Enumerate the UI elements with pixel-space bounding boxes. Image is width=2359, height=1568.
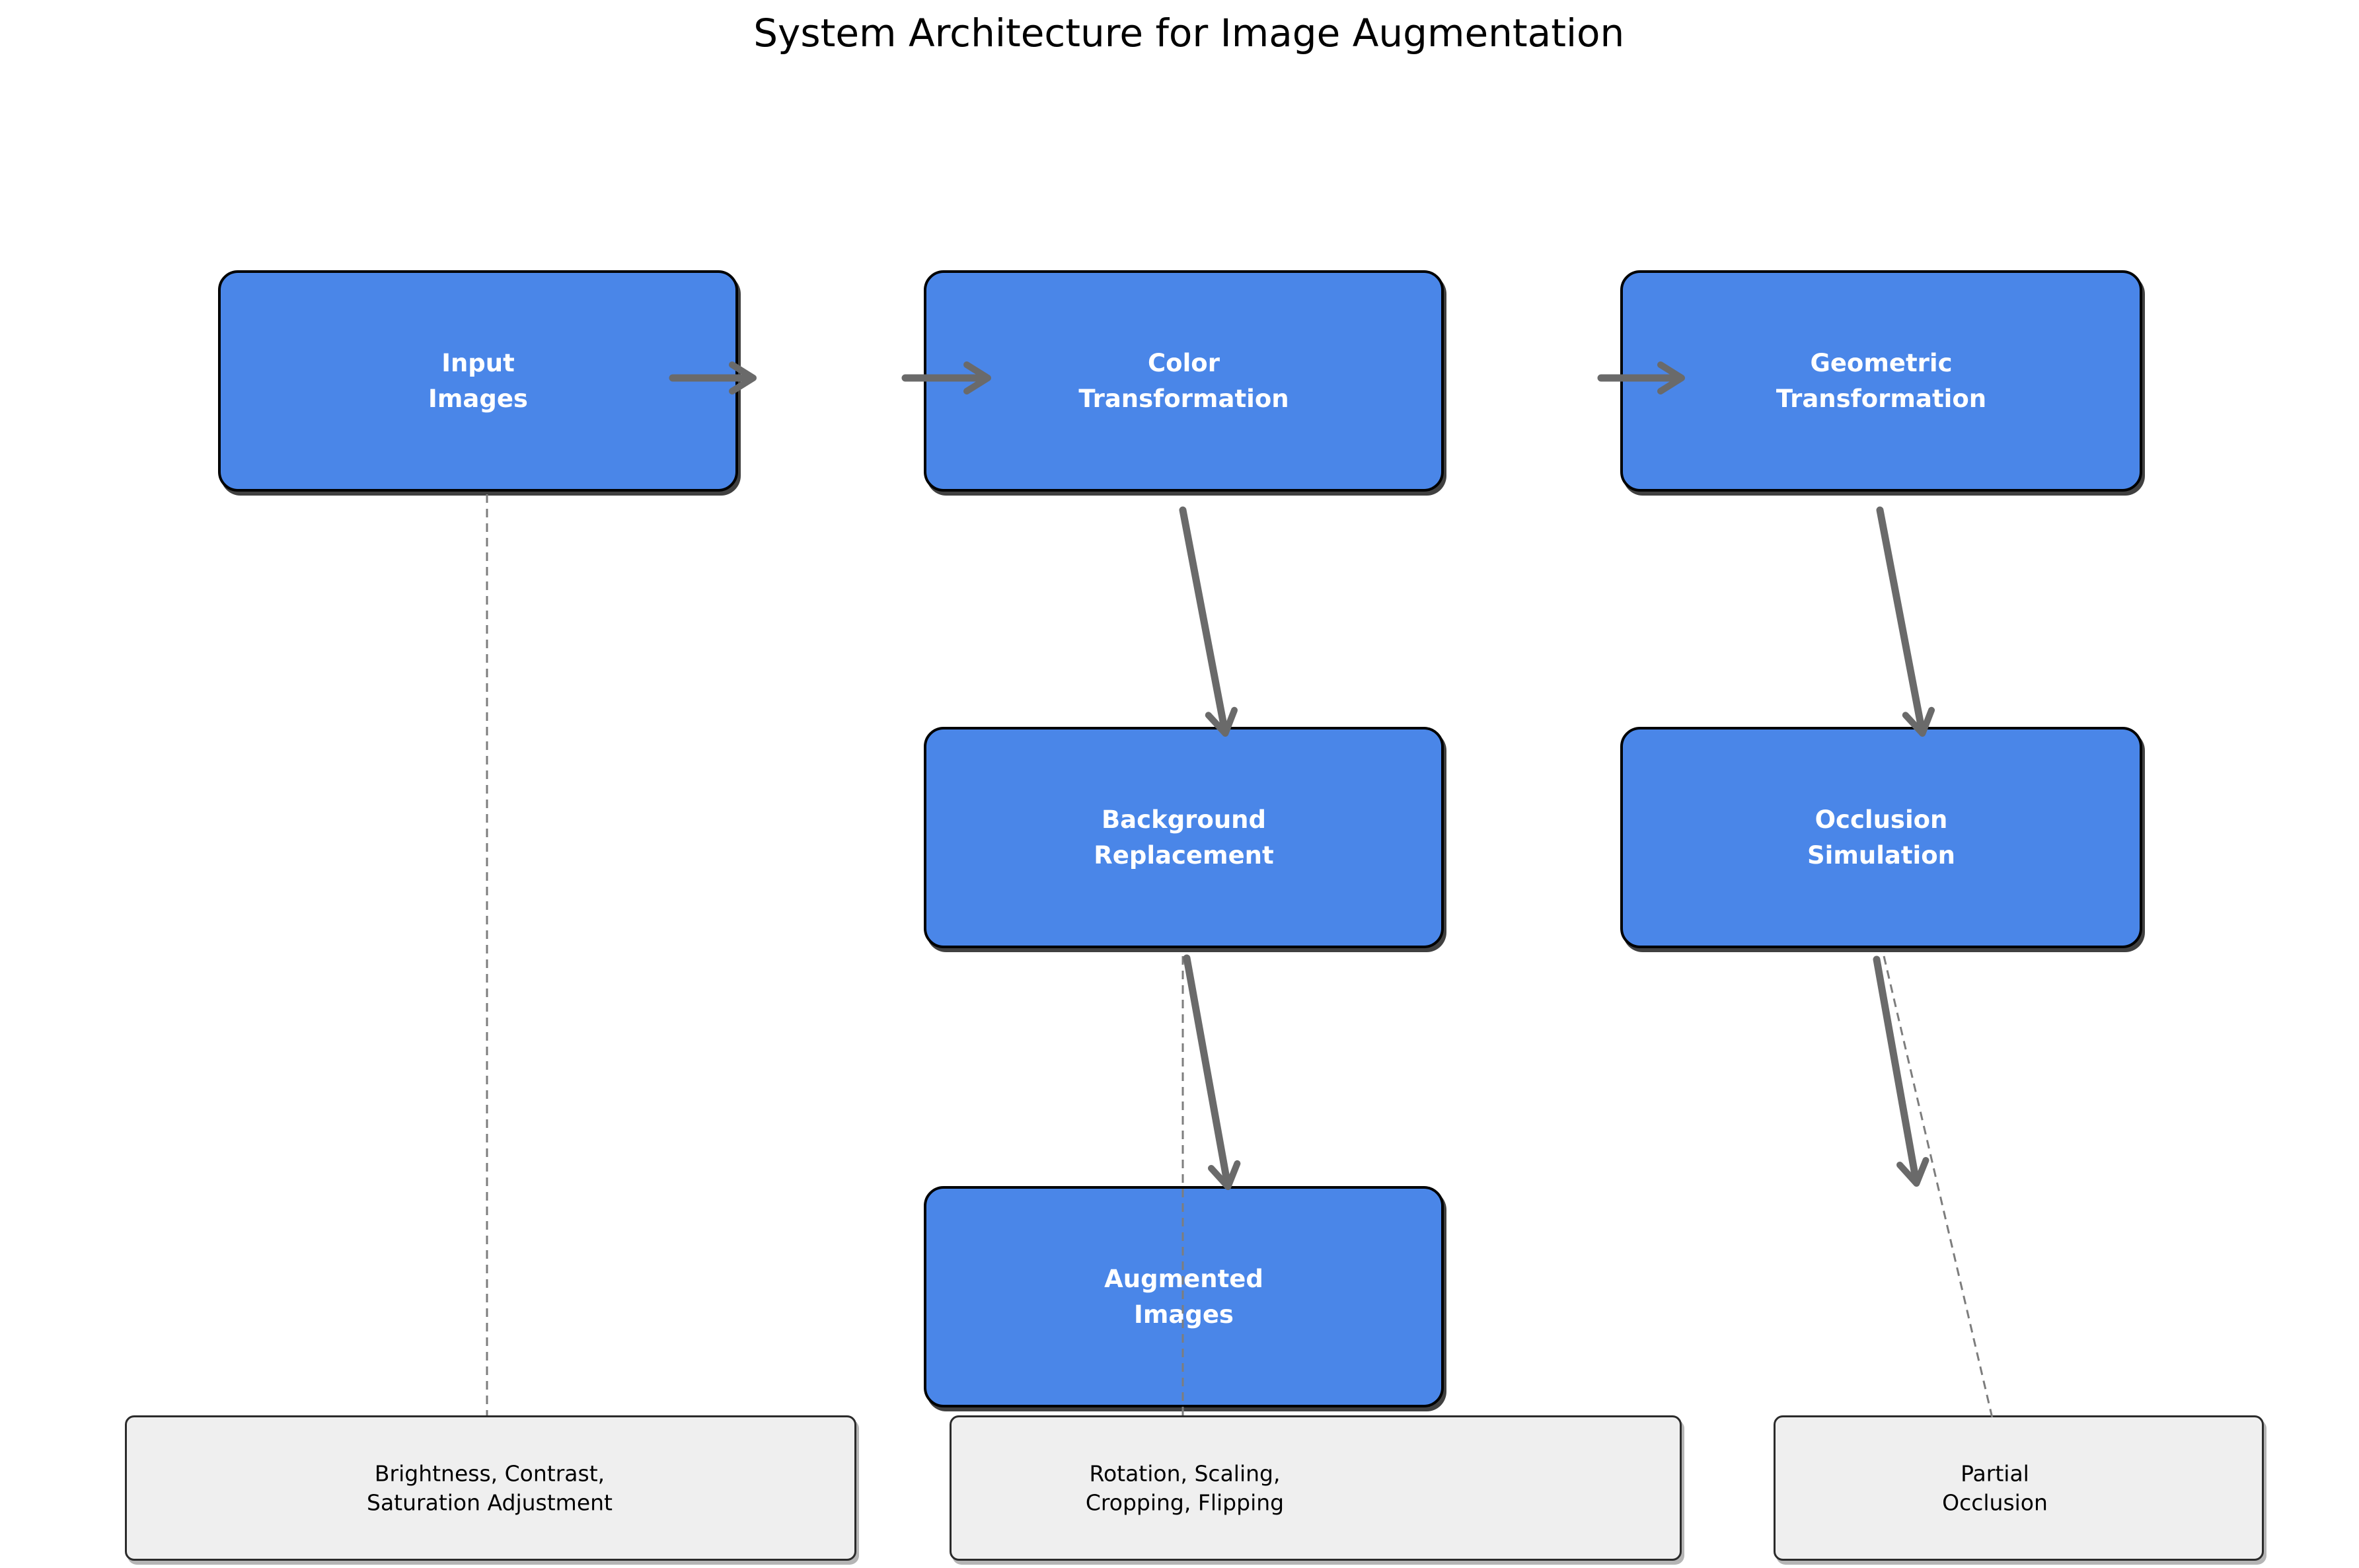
note-occlusion-detail: Partial Occlusion <box>1774 1415 2264 1561</box>
note-geometric-operations: Rotation, Scaling, Cropping, Flipping <box>950 1415 1682 1561</box>
node-label-line: Images <box>1134 1300 1234 1329</box>
arrow-occlusion-toward-partial-occlusion <box>1873 955 1929 1187</box>
dashed-line-occlusion-to-occlusion-note <box>1883 955 1994 1421</box>
node-background-replacement: Background Replacement <box>924 727 1444 948</box>
note-text: Partial Occlusion <box>1942 1459 2048 1516</box>
diagram-title: System Architecture for Image Augmentati… <box>753 11 1625 56</box>
arrow-background-to-augmented-images <box>1183 954 1241 1190</box>
note-text: Brightness, Contrast, Saturation Adjustm… <box>367 1459 613 1516</box>
note-line: Partial <box>1961 1460 2029 1487</box>
node-label-line: Transformation <box>1078 384 1289 413</box>
note-line: Brightness, Contrast, <box>374 1460 605 1487</box>
node-label-line: Geometric <box>1810 348 1953 377</box>
node-label-line: Replacement <box>1094 840 1274 870</box>
node-occlusion-simulation: Occlusion Simulation <box>1620 727 2142 948</box>
node-color-transformation: Color Transformation <box>924 270 1444 492</box>
node-label-line: Transformation <box>1776 384 1987 413</box>
node-label-line: Color <box>1148 348 1220 377</box>
arrow-color-to-background-replacement <box>1179 506 1238 737</box>
node-augmented-images: Augmented Images <box>924 1186 1444 1407</box>
node-label-line: Augmented <box>1104 1264 1263 1293</box>
node-geometric-transformation: Geometric Transformation <box>1620 270 2142 492</box>
note-line: Cropping, Flipping <box>1085 1489 1285 1515</box>
node-label-line: Occlusion <box>1815 805 1948 834</box>
note-line: Rotation, Scaling, <box>1089 1460 1281 1487</box>
node-label-line: Background <box>1101 805 1267 834</box>
node-label-line: Input <box>441 348 515 377</box>
arrow-geometric-to-occlusion-simulation <box>1876 506 1935 737</box>
note-text: Rotation, Scaling, Cropping, Flipping <box>1086 1459 1284 1516</box>
note-line: Saturation Adjustment <box>367 1489 613 1515</box>
note-line: Occlusion <box>1942 1489 2048 1515</box>
node-label-line: Images <box>428 384 528 413</box>
node-label-line: Simulation <box>1807 840 1955 870</box>
note-color-adjustments: Brightness, Contrast, Saturation Adjustm… <box>125 1415 856 1561</box>
node-input-images: Input Images <box>218 270 738 492</box>
